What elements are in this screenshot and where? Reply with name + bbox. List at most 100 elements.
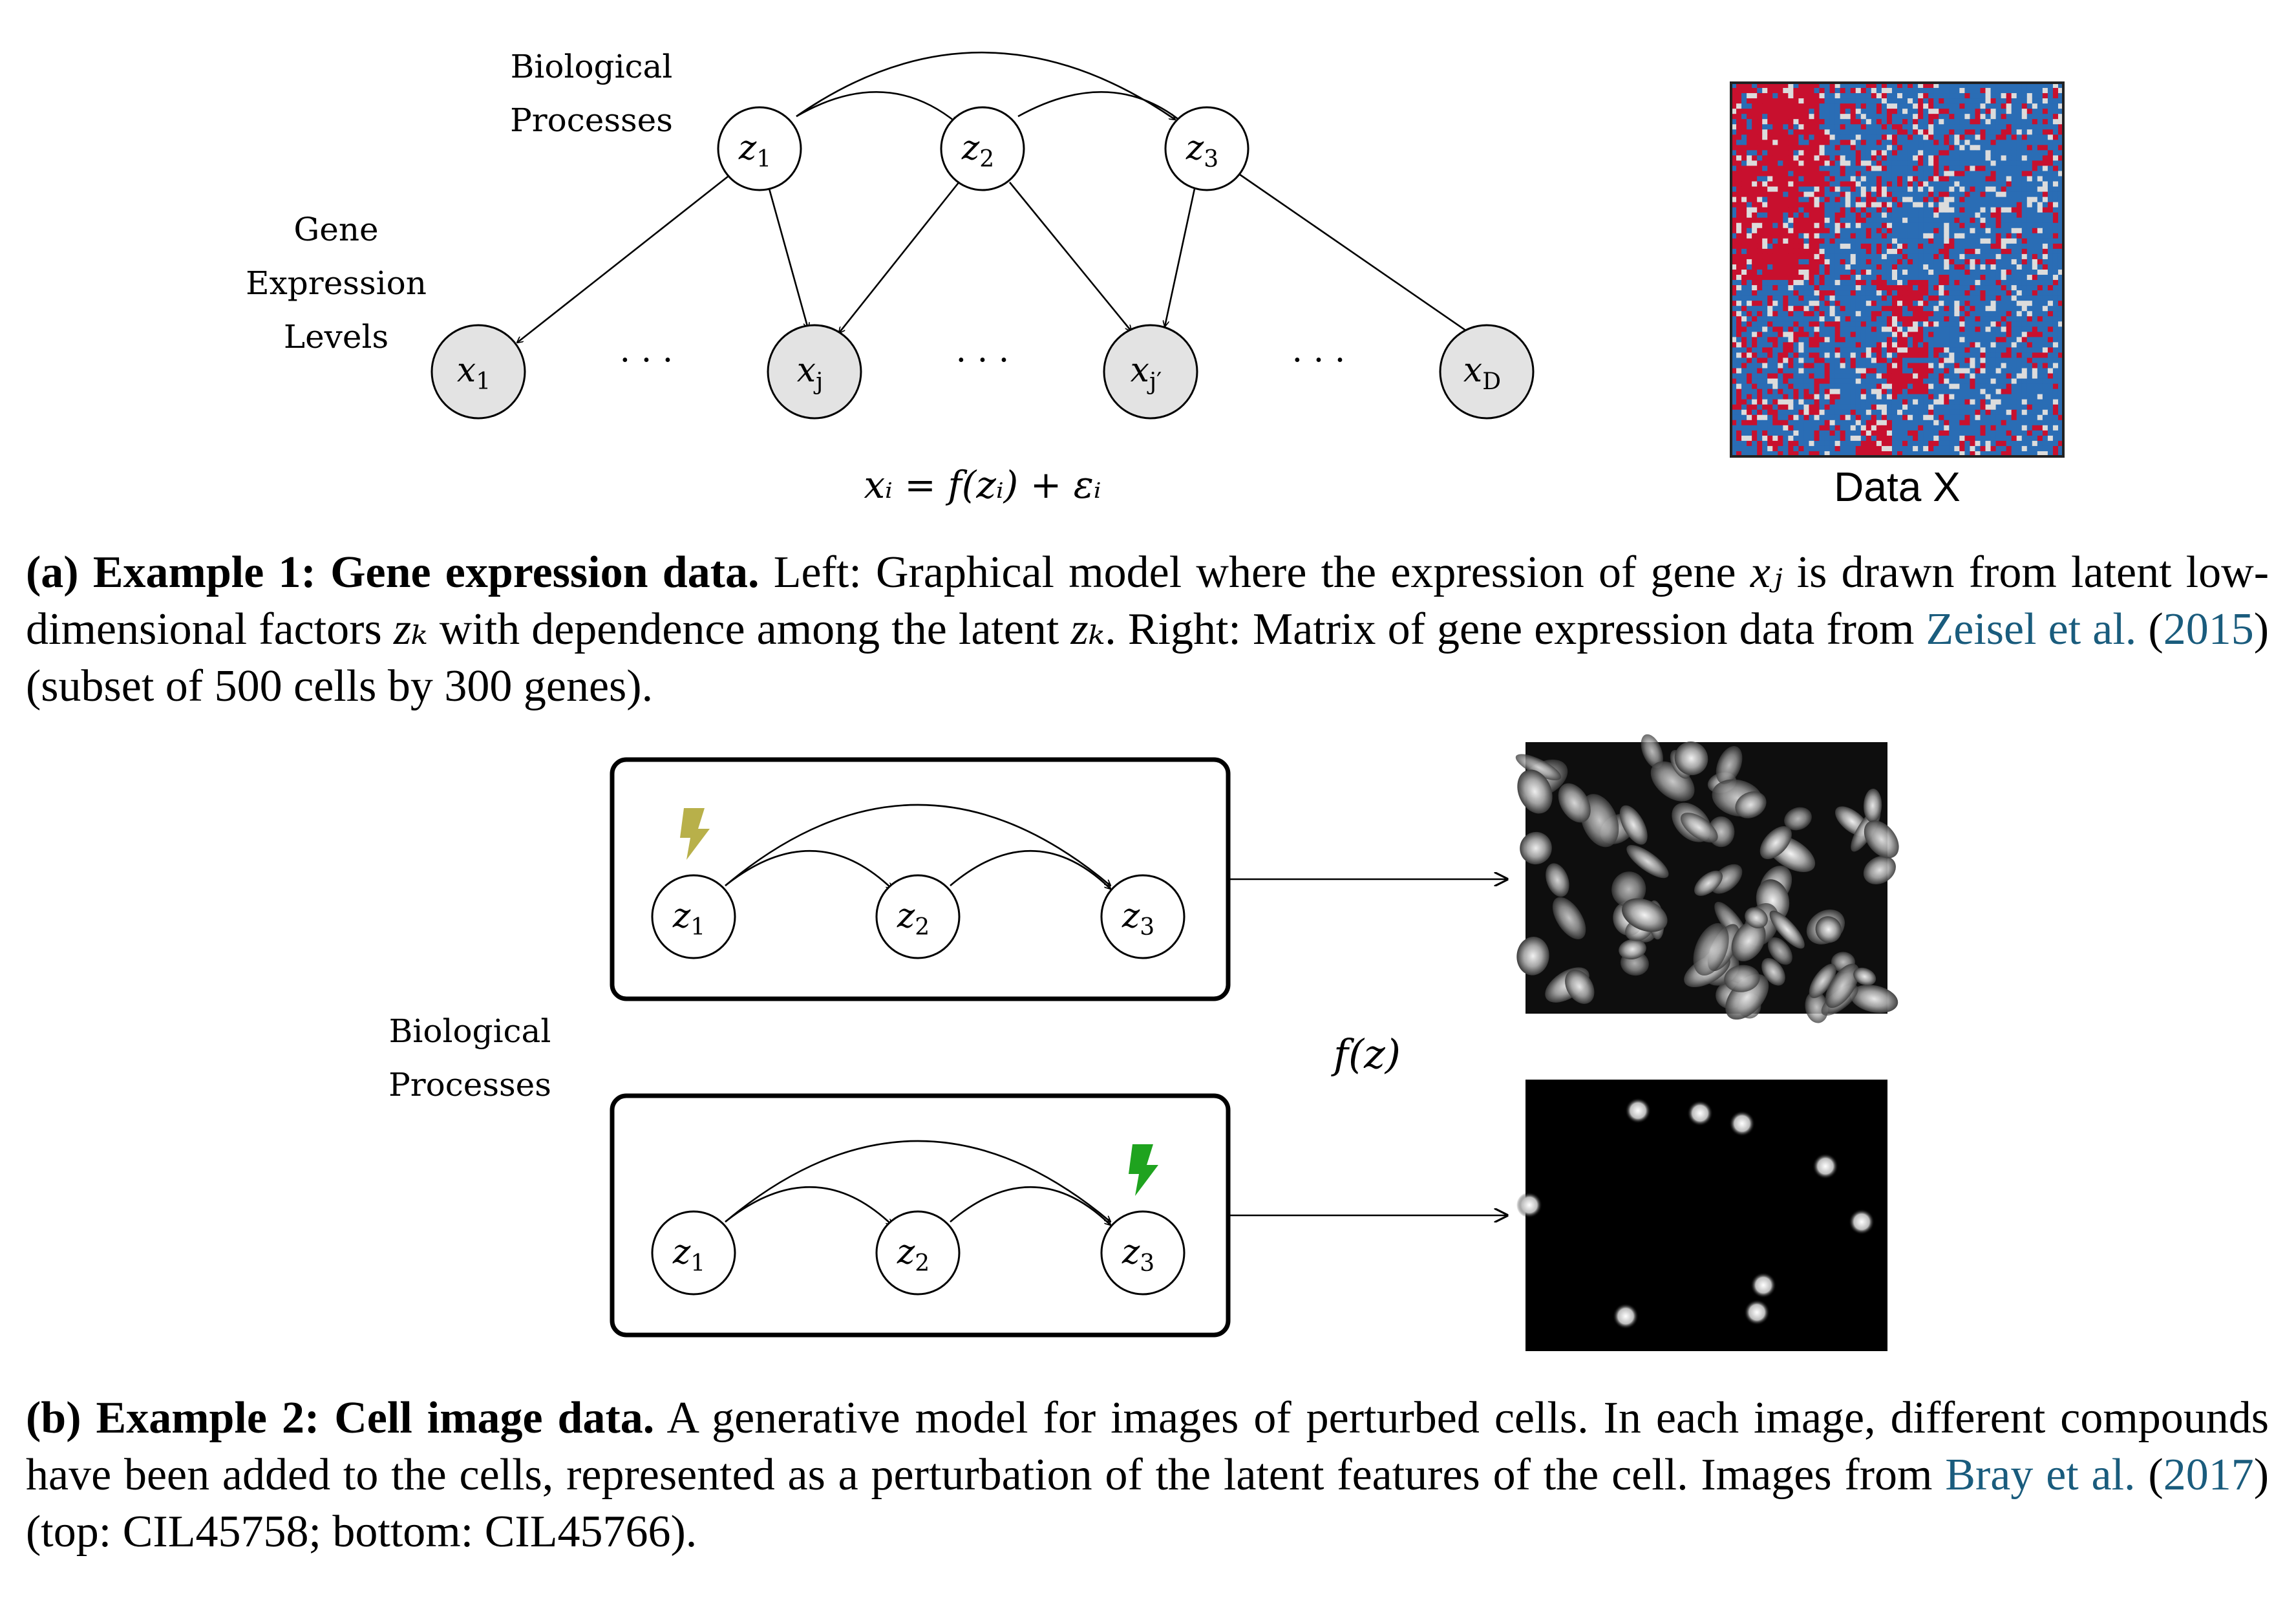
heatmap-cell xyxy=(2001,150,2007,156)
heatmap-cell xyxy=(1944,181,1950,187)
heatmap-cell xyxy=(2052,217,2059,224)
heatmap-cell xyxy=(1913,212,1919,219)
heatmap-cell xyxy=(1975,83,1981,89)
heatmap-cell xyxy=(2032,124,2038,130)
heatmap-cell xyxy=(1834,352,1841,359)
heatmap-cell xyxy=(2016,264,2023,270)
heatmap-cell xyxy=(1788,155,1794,162)
heatmap-cell xyxy=(1871,342,1877,348)
heatmap-cell xyxy=(1747,326,1752,332)
heatmap-cell xyxy=(1897,98,1903,104)
heatmap-cell xyxy=(2037,316,2043,322)
heatmap-cell xyxy=(1939,134,1944,140)
heatmap-cell xyxy=(1897,275,1903,281)
heatmap-cell xyxy=(1908,243,1913,250)
heatmap-cell xyxy=(1902,197,1908,203)
heatmap-cell xyxy=(2037,264,2043,270)
heatmap-cell xyxy=(1928,295,1934,301)
heatmap-cell xyxy=(1752,301,1758,306)
heatmap-cell xyxy=(1772,186,1778,193)
heatmap-cell xyxy=(1741,165,1747,172)
heatmap-cell xyxy=(1949,222,1955,229)
citation-bray[interactable]: Bray et al. xyxy=(1945,1450,2136,1500)
heatmap-cell xyxy=(1876,275,1882,281)
heatmap-cell xyxy=(1747,140,1752,145)
heatmap-cell xyxy=(1954,140,1960,145)
heatmap-cell xyxy=(1933,451,1939,457)
heatmap-cell xyxy=(1824,404,1831,411)
heatmap-cell xyxy=(1902,425,1908,431)
heatmap-cell xyxy=(1747,88,1752,94)
heatmap-cell xyxy=(1908,321,1913,327)
heatmap-cell xyxy=(2057,435,2064,442)
heatmap-cell xyxy=(1918,306,1924,312)
heatmap-cell xyxy=(1995,306,2002,312)
heatmap-cell xyxy=(1902,363,1908,369)
heatmap-cell xyxy=(1731,145,1737,151)
heatmap-cell xyxy=(1803,140,1810,145)
heatmap-cell xyxy=(1980,445,1986,452)
heatmap-cell xyxy=(2016,409,2023,416)
heatmap-cell xyxy=(2037,83,2043,89)
heatmap-cell xyxy=(1788,295,1794,301)
heatmap-cell xyxy=(1819,191,1825,198)
heatmap-cell xyxy=(1897,228,1903,234)
heatmap-cell xyxy=(1985,409,1992,416)
heatmap-cell xyxy=(1736,243,1742,250)
heatmap-cell xyxy=(1855,451,1862,457)
heatmap-cell xyxy=(1793,347,1800,354)
heatmap-cell xyxy=(1860,435,1867,442)
heatmap-cell xyxy=(1772,212,1778,219)
heatmap-cell xyxy=(1881,93,1887,99)
heatmap-cell xyxy=(1798,145,1805,151)
heatmap-cell xyxy=(1939,129,1944,135)
heatmap-cell xyxy=(1840,445,1846,452)
heatmap-cell xyxy=(1954,197,1960,203)
heatmap-cell xyxy=(2001,181,2007,187)
heatmap-cell xyxy=(1913,114,1919,120)
heatmap-cell xyxy=(2026,352,2033,359)
heatmap-cell xyxy=(1741,311,1747,317)
heatmap-cell xyxy=(1990,295,1997,301)
heatmap-cell xyxy=(2032,394,2038,400)
heatmap-cell xyxy=(2047,280,2054,286)
heatmap-cell xyxy=(1970,290,1976,296)
heatmap-cell xyxy=(1860,363,1867,369)
heatmap-cell xyxy=(1928,155,1934,162)
node-top-z1: z1 xyxy=(651,874,736,959)
heatmap-cell xyxy=(1939,352,1944,359)
heatmap-cell xyxy=(1995,404,2002,411)
citation-bray-year[interactable]: 2017 xyxy=(2163,1450,2254,1500)
heatmap-cell xyxy=(1809,347,1815,354)
heatmap-cell xyxy=(1829,217,1836,224)
heatmap-cell xyxy=(1783,228,1789,234)
heatmap-cell xyxy=(1809,275,1815,281)
heatmap-cell xyxy=(1970,202,1976,208)
heatmap-cell xyxy=(2047,119,2054,125)
heatmap-cell xyxy=(1752,357,1758,364)
citation-zeisel-year[interactable]: 2015 xyxy=(2163,604,2254,654)
heatmap-cell xyxy=(1809,103,1815,109)
heatmap-cell xyxy=(2037,311,2043,317)
heatmap-cell xyxy=(1865,191,1872,198)
heatmap-cell xyxy=(2047,93,2054,99)
heatmap-cell xyxy=(1985,290,1992,296)
heatmap-cell xyxy=(1757,363,1763,369)
heatmap-cell xyxy=(1783,134,1789,140)
heatmap-cell xyxy=(2011,119,2017,125)
heatmap-cell xyxy=(1959,368,1966,374)
heatmap-cell xyxy=(1897,383,1903,390)
heatmap-cell xyxy=(1783,202,1789,208)
heatmap-cell xyxy=(1985,321,1992,327)
citation-zeisel[interactable]: Zeisel et al. xyxy=(1926,604,2137,654)
heatmap-cell xyxy=(1959,264,1966,270)
heatmap-cell xyxy=(1959,316,1966,322)
heatmap-cell xyxy=(1902,217,1908,224)
heatmap-cell xyxy=(2042,440,2048,447)
heatmap-cell xyxy=(1793,83,1800,89)
heatmap-cell xyxy=(1731,238,1737,244)
heatmap-cell xyxy=(1814,394,1820,400)
heatmap-cell xyxy=(1803,83,1810,89)
heatmap-cell xyxy=(1918,451,1924,457)
heatmap-cell xyxy=(1741,253,1747,260)
